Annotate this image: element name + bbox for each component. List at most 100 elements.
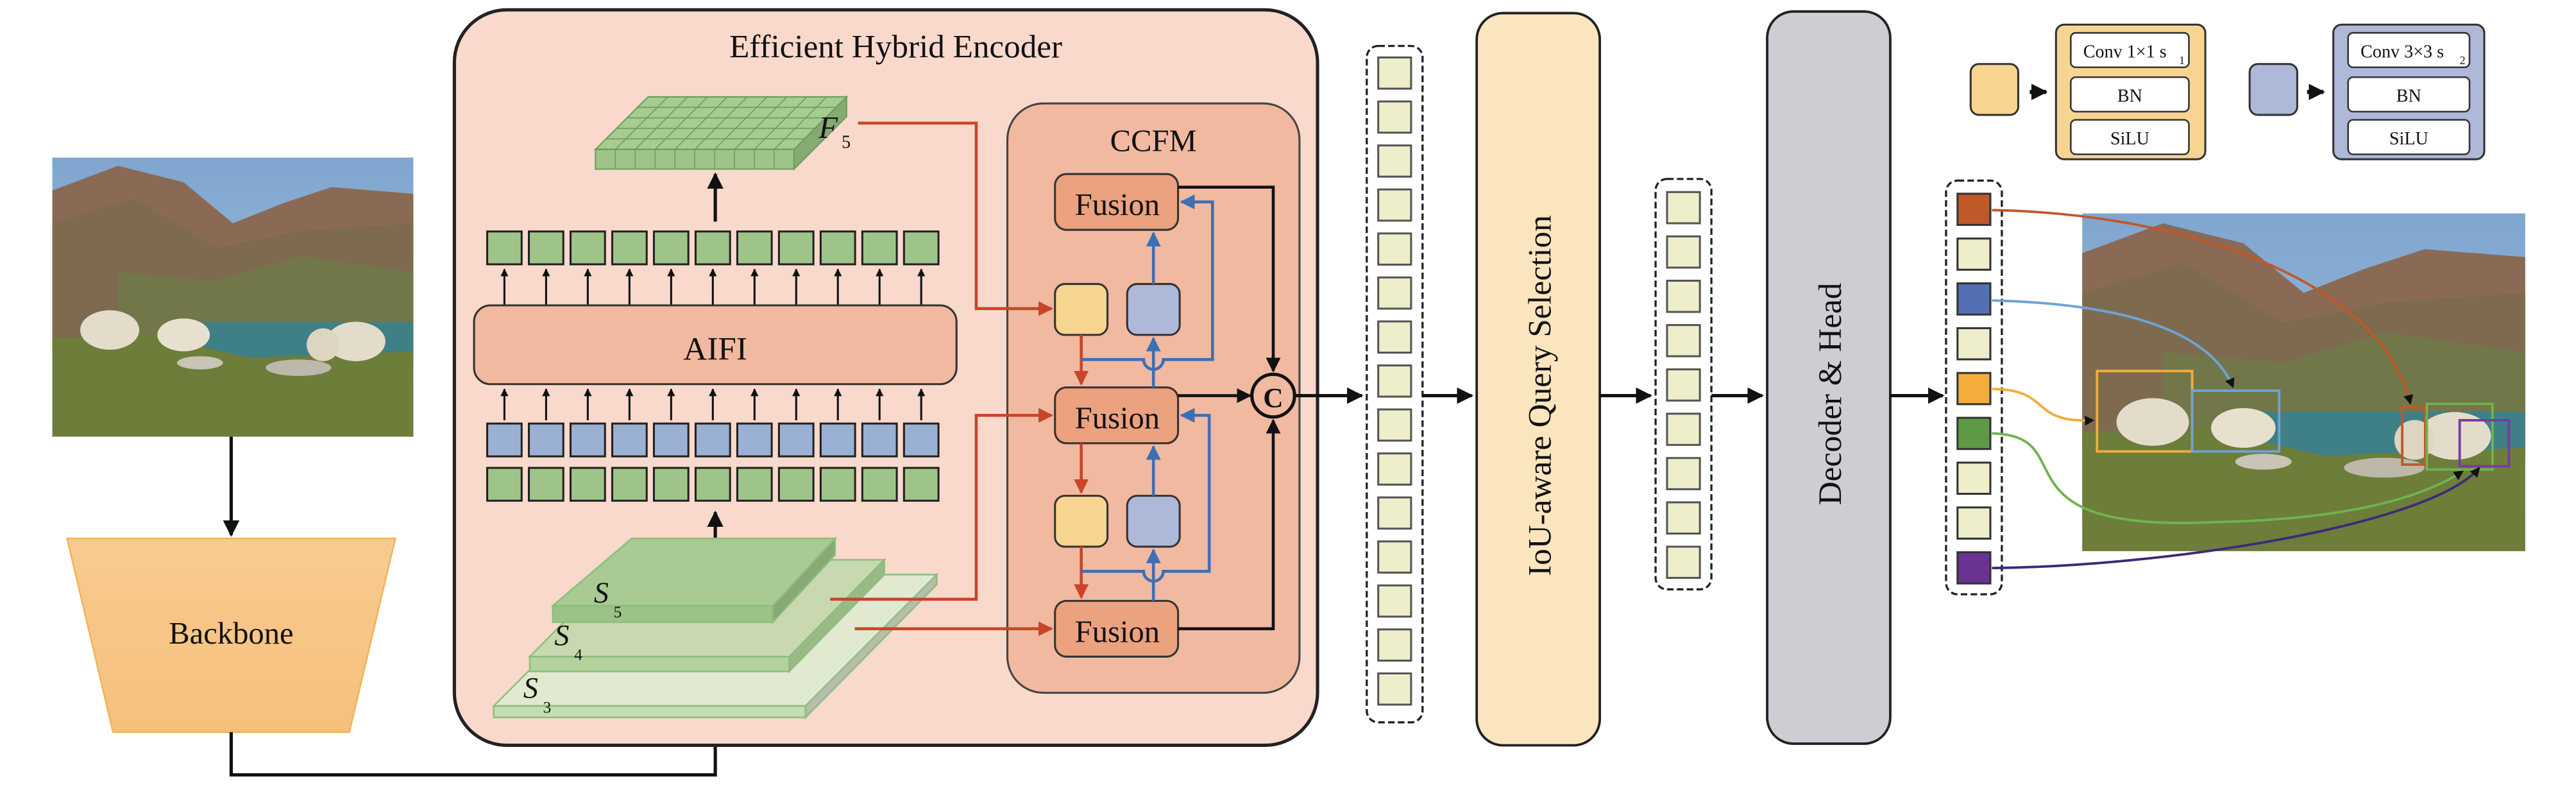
query-token (1666, 235, 1701, 269)
query-token (1666, 457, 1701, 490)
query-selection-label: IoU-aware Query Selection (1521, 215, 1558, 576)
s5-flattened-tokens (486, 467, 940, 502)
backbone: Backbone (65, 537, 396, 733)
flattened-token (777, 467, 815, 502)
encoder-token (1377, 584, 1412, 618)
skip-to-fusion-top-arrow (1081, 194, 1214, 371)
selected-queries (1654, 178, 1713, 591)
f5-subscript: 5 (842, 132, 851, 152)
encoder-output-tokens (1366, 44, 1424, 724)
position-token (527, 422, 564, 458)
encoder-token (1377, 496, 1412, 530)
query-token (1666, 545, 1701, 579)
flattened-token (736, 467, 773, 502)
iou-aware-query-selection: IoU-aware Query Selection (1475, 12, 1602, 747)
aifi-input-arrows (500, 388, 926, 420)
fusion-top: Fusion (1054, 173, 1180, 231)
detection-boxes (2096, 370, 2511, 471)
position-embedding-tokens (486, 422, 940, 458)
aifi-output-token (861, 230, 898, 266)
legend-conv3x3-sub: 2 (2460, 54, 2466, 67)
legend-bn-label-2: BN (2396, 87, 2421, 107)
f5-label: F (818, 110, 838, 145)
decoder-and-head: Decoder & Head (1766, 10, 1892, 745)
concat-node: C (1250, 372, 1296, 419)
efficient-hybrid-encoder: Efficient Hybrid Encoder F 5 AIFI (452, 8, 1319, 748)
legend-conv3x3: Conv 3×3 s 2 BN SiLU (2248, 23, 2486, 160)
link-blue (1992, 299, 2235, 389)
output-token (1956, 372, 1992, 406)
flattened-token (861, 467, 898, 502)
legend-conv1x1-sub: 1 (2179, 54, 2185, 67)
f5-to-ccfm-arrow (858, 121, 1053, 316)
encoder-title: Efficient Hybrid Encoder (729, 29, 1062, 65)
encoder-token (1377, 232, 1412, 266)
legend-conv1x1: Conv 1×1 s 1 BN SiLU (1969, 23, 2207, 160)
fusion-top-label: Fusion (1075, 187, 1160, 222)
box-green (2425, 402, 2494, 471)
output-token (1956, 282, 1992, 316)
flattened-token (611, 467, 648, 502)
aifi-output-token (569, 230, 606, 266)
output-token (1956, 506, 1992, 540)
legend-conv3x3-label: Conv 3×3 s (2360, 42, 2444, 62)
aifi-output-token (611, 230, 648, 266)
fusion-middle: Fusion (1054, 386, 1180, 445)
legend-silu-label-2: SiLU (2389, 129, 2428, 149)
flattened-token (819, 467, 856, 502)
flattened-token (902, 467, 940, 502)
output-token (1956, 193, 1992, 227)
position-token (486, 422, 523, 458)
fusion-bottom: Fusion (1054, 599, 1180, 658)
input-image (52, 157, 414, 437)
output-token (1956, 237, 1992, 271)
position-token (777, 422, 815, 458)
decoder-label: Decoder & Head (1812, 283, 1849, 506)
s4-to-fusion-arrow (830, 407, 1053, 601)
encoder-token (1377, 540, 1412, 574)
aifi-output-tokens (486, 230, 940, 266)
aifi-label: AIFI (683, 330, 747, 367)
legend-bn-label-1: BN (2117, 87, 2142, 107)
encoder-token (1377, 56, 1412, 90)
legend-conv1x1-label: Conv 1×1 s (2083, 42, 2167, 62)
link-purple (1992, 467, 2480, 570)
encoder-token (1377, 452, 1412, 486)
encoder-token (1377, 408, 1412, 442)
detection-result-image (2082, 213, 2525, 551)
conv3x3-block-lower (1126, 495, 1181, 548)
conv1x1-block-upper (1054, 283, 1109, 336)
aifi-block: AIFI (473, 304, 958, 386)
flattened-token (694, 467, 731, 502)
encoder-token (1377, 188, 1412, 222)
position-token (569, 422, 606, 458)
query-token (1666, 324, 1701, 357)
query-token (1666, 501, 1701, 535)
f5-feature-map (593, 95, 849, 171)
skip-to-fusion-mid-arrow (1081, 407, 1211, 583)
aifi-output-token (527, 230, 564, 266)
flattened-token (486, 467, 523, 502)
position-token (902, 422, 940, 458)
s5-label: S (594, 576, 609, 609)
aifi-output-token (736, 230, 773, 266)
encoder-token (1377, 144, 1412, 178)
box-purple (2458, 419, 2511, 468)
link-orange (1992, 388, 2095, 426)
query-token (1666, 191, 1701, 225)
s5-subscript: 5 (614, 603, 622, 621)
s3-subscript: 3 (543, 698, 552, 716)
aifi-output-token (902, 230, 940, 266)
position-token (819, 422, 856, 458)
query-token (1666, 279, 1701, 313)
aifi-output-token (819, 230, 856, 266)
fusion-middle-label: Fusion (1075, 401, 1160, 436)
encoder-token (1377, 364, 1412, 398)
aifi-output-arrows (500, 268, 926, 305)
aifi-output-token (652, 230, 690, 266)
encoder-token (1377, 100, 1412, 134)
link-green (1992, 432, 2464, 524)
query-token (1666, 368, 1701, 402)
fusion-top-to-concat-arrow (1178, 185, 1281, 373)
